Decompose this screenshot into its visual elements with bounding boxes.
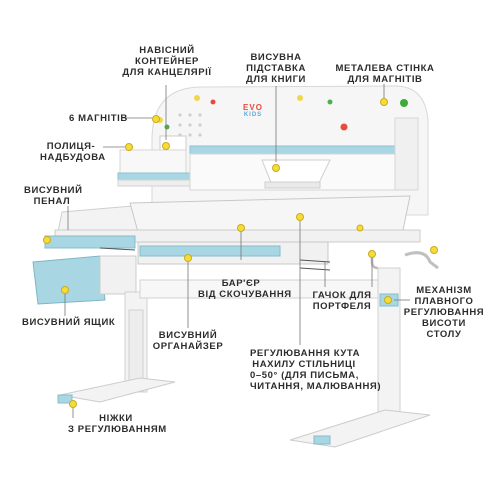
label-container: НАВІСНИЙ КОНТЕЙНЕР ДЛЯ КАНЦЕЛЯРІЇ — [122, 45, 212, 78]
back-dot — [327, 99, 333, 105]
left-foot — [59, 377, 176, 403]
hutch-right-side — [394, 117, 419, 191]
label-organizer: ВИСУВНИЙ ОРГАНАЙЗЕР — [152, 330, 224, 352]
label-book-stand: ВИСУВНА ПІДСТАВКА ДЛЯ КНИГИ — [245, 52, 306, 85]
marker-mechanism — [384, 296, 392, 304]
marker-bolt — [356, 224, 364, 232]
back-dot — [164, 124, 170, 130]
back-dot — [194, 95, 200, 101]
label-drawer: ВИСУВНИЙ ЯЩИК — [22, 317, 116, 328]
back-dot — [210, 99, 216, 105]
brand-logo-bottom: KIDS — [243, 112, 263, 118]
desk-top-tilted — [129, 195, 411, 236]
hutch-left-shelf-blue — [117, 172, 191, 181]
drawer-side — [99, 255, 137, 295]
book-stand-base — [264, 181, 321, 189]
perforation — [178, 113, 202, 137]
hutch-top-shelf-blue — [189, 145, 419, 155]
marker-crank — [430, 246, 438, 254]
marker-hook — [368, 250, 376, 258]
right-foot-cap — [313, 435, 331, 445]
leader-lines — [64, 84, 410, 418]
drawer-box — [32, 255, 106, 305]
book-stand — [261, 159, 331, 186]
marker-pencil-case — [43, 236, 51, 244]
marker-magnets — [152, 115, 160, 123]
pencil-case — [44, 235, 136, 249]
label-metal-wall: МЕТАЛЕВА СТІНКА ДЛЯ МАГНІТІВ — [335, 63, 435, 85]
label-barrier: БАР'ЄР ВІД СКОЧУВАННЯ — [198, 278, 292, 300]
crank-handle — [404, 251, 439, 270]
back-dot — [340, 123, 348, 131]
marker-book-stand — [272, 164, 280, 172]
label-tilt: РЕГУЛЮВАННЯ КУТА НАХИЛУ СТІЛЬНИЦІ 0–50° … — [250, 348, 382, 392]
organizer-blue — [139, 245, 281, 257]
brand-logo-top: EVO — [243, 103, 263, 112]
marker-tilt — [296, 213, 304, 221]
back-dot — [297, 95, 303, 101]
marker-legs — [69, 400, 77, 408]
hutch-left-bottom — [117, 179, 191, 187]
label-magnets: 6 МАГНІТІВ — [69, 113, 128, 124]
marker-shelf — [125, 143, 133, 151]
marker-metal-wall — [380, 98, 388, 106]
left-foot-cap — [57, 394, 73, 404]
marker-container — [162, 142, 170, 150]
right-leg-column — [377, 267, 401, 424]
right-foot — [289, 409, 431, 448]
label-pencil-case: ВИСУВНИЙ ПЕНАЛ — [24, 185, 83, 207]
marker-drawer — [61, 286, 69, 294]
back-dot — [400, 99, 408, 107]
label-shelf: ПОЛИЦЯ- НАДБУДОВА — [40, 141, 106, 163]
marker-barrier — [237, 224, 245, 232]
brand-logo: EVO KIDS — [238, 104, 268, 119]
marker-organizer — [184, 254, 192, 262]
label-hook: ГАЧОК ДЛЯ ПОРТФЕЛЯ — [312, 290, 372, 312]
marker-points — [43, 98, 438, 408]
label-legs: НІЖКИ З РЕГУЛЮВАННЯМ — [68, 413, 167, 435]
label-mechanism: МЕХАНІЗМ ПЛАВНОГО РЕГУЛЮВАННЯ ВИСОТИ СТО… — [403, 285, 485, 340]
